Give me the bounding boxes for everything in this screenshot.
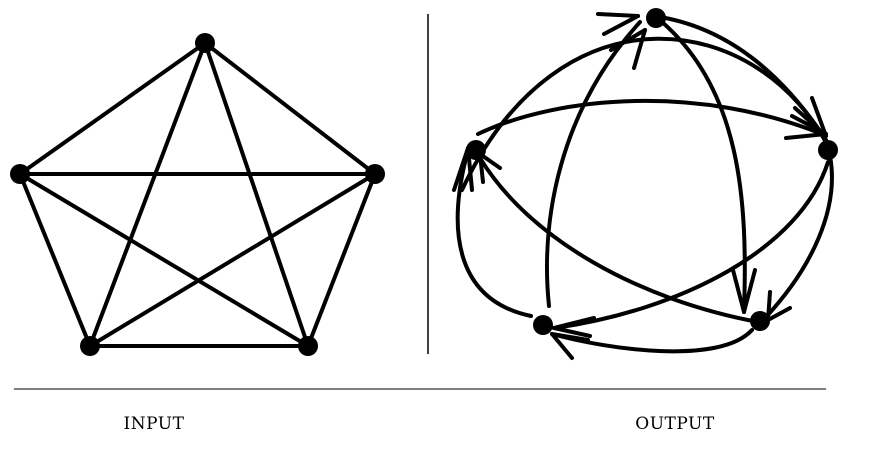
input-vertices <box>10 33 385 356</box>
input-edge-b-d <box>18 172 92 348</box>
input-vertex-a <box>195 33 215 53</box>
arrowhead-e-from-a <box>731 268 757 314</box>
input-caption: INPUT <box>123 414 185 434</box>
input-vertex-e <box>298 336 318 356</box>
output-arc-e-b <box>478 156 760 324</box>
input-edge-a-d <box>88 41 207 348</box>
arrowhead-a-from-c <box>596 12 640 36</box>
output-graph <box>455 15 834 354</box>
arrowhead-d-from-c <box>552 316 596 338</box>
output-arc-c-b <box>460 36 832 192</box>
output-arc-d-a <box>545 20 642 308</box>
arrowhead-a-from-d <box>609 28 647 70</box>
input-edge-a-b <box>18 41 207 176</box>
input-edge-c-e <box>306 172 377 348</box>
input-edge-b-e <box>18 172 310 348</box>
output-vertex-d <box>533 315 553 335</box>
output-vertex-b <box>466 140 486 160</box>
arrowhead-d-from-e <box>550 332 590 360</box>
input-edge-a-e <box>203 41 310 348</box>
input-vertex-b <box>10 164 30 184</box>
input-vertex-c <box>365 164 385 184</box>
input-edge-a-c <box>203 41 377 176</box>
output-caption: OUTPUT <box>635 414 715 434</box>
output-arc-e-c <box>763 154 834 320</box>
output-vertex-a <box>646 8 666 28</box>
output-vertex-c <box>818 140 838 160</box>
arrowhead-c-from-b <box>784 114 828 140</box>
input-vertex-d <box>80 336 100 356</box>
output-vertex-e <box>750 311 770 331</box>
output-arc-b-c <box>476 98 824 136</box>
input-edge-c-d <box>88 172 377 348</box>
output-arc-a-e <box>660 20 747 312</box>
arrowhead-e-from-c <box>766 290 792 322</box>
output-arc-c-d <box>553 160 830 330</box>
output-vertices <box>466 8 838 335</box>
input-graph <box>18 41 377 348</box>
arrowhead-b-from-e <box>478 152 502 184</box>
output-arrowheads <box>452 12 828 360</box>
output-arc-d-b <box>455 156 533 318</box>
